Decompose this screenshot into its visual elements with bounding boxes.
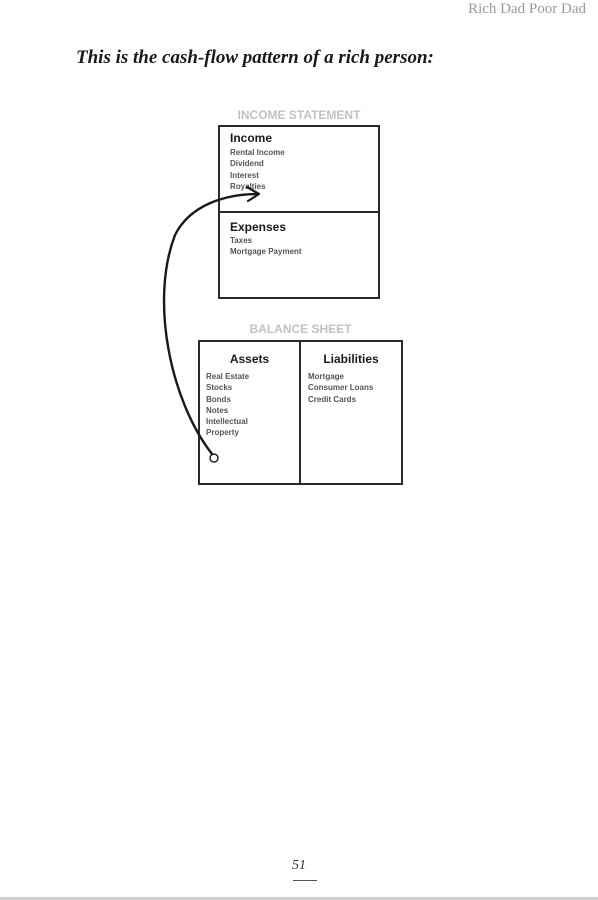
running-head: Rich Dad Poor Dad <box>468 1 586 17</box>
expenses-items: Taxes Mortgage Payment <box>230 235 302 258</box>
assets-items: Real Estate Stocks Bonds Notes Intellect… <box>206 371 249 439</box>
income-statement-label: INCOME STATEMENT <box>237 108 361 122</box>
income-expenses-divider <box>218 211 380 213</box>
expenses-item: Taxes <box>230 236 253 245</box>
liabilities-item: Mortgage <box>308 372 344 381</box>
assets-item: Stocks <box>206 383 233 393</box>
assets-item: Bonds <box>206 394 231 404</box>
assets-item: Property <box>206 428 239 438</box>
balance-sheet-label: BALANCE SHEET <box>249 322 352 336</box>
cash-flow-arrow-head <box>245 185 261 203</box>
income-item: Interest <box>230 170 259 180</box>
page-number-rule <box>293 880 317 881</box>
income-item: Rental Income <box>230 148 285 157</box>
intro-text: This is the cash-flow pattern of a rich … <box>76 47 434 68</box>
assets-item: Intellectual <box>206 417 248 427</box>
income-item: Dividend <box>230 159 264 169</box>
cash-flow-arrow-curve <box>162 192 260 456</box>
expenses-item: Mortgage Payment <box>230 247 302 257</box>
expenses-title: Expenses <box>230 220 287 234</box>
income-title: Income <box>230 131 273 145</box>
assets-item: Notes <box>206 405 229 415</box>
liabilities-title: Liabilities <box>323 352 379 366</box>
page-bottom-edge <box>0 897 598 900</box>
assets-item: Real Estate <box>206 372 250 381</box>
liabilities-item: Credit Cards <box>308 394 357 404</box>
liabilities-item: Consumer Loans <box>308 383 374 393</box>
assets-liabilities-divider <box>299 340 301 485</box>
cash-flow-arrow-origin <box>209 453 219 463</box>
page-number: 51 <box>292 858 306 873</box>
assets-title: Assets <box>229 352 270 366</box>
liabilities-items: Mortgage Consumer Loans Credit Cards <box>308 371 373 405</box>
